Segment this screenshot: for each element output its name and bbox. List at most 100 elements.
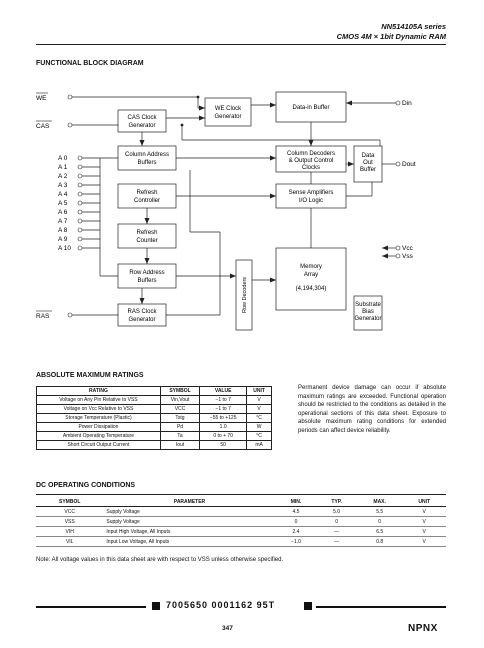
column-header: UNIT [246, 386, 272, 396]
data-out-label: Data [362, 153, 375, 159]
address-pin: A 5 [58, 200, 68, 207]
dc-table: SYMBOL PARAMETER MIN. TYP. MAX. UNIT VCC… [36, 497, 446, 547]
cell: VCC [159, 404, 201, 414]
cell: W [246, 422, 272, 432]
vcc-pin-label: Vcc [402, 245, 414, 252]
refresh-ctrl-box [117, 183, 177, 209]
col-dec-label: Column Decoders [287, 151, 335, 157]
cell: 0 [316, 516, 357, 527]
header-rule [36, 44, 446, 45]
we-clock-label: Generator [214, 114, 241, 120]
cell: — [316, 526, 357, 537]
col-addr-label: Column Address [125, 152, 169, 158]
memory-label: Array [304, 272, 318, 278]
cell: 0 [275, 516, 317, 527]
address-pin: A 9 [58, 236, 68, 243]
col-dec-label: Clocks [302, 165, 320, 171]
cell: — [316, 536, 357, 547]
series-title: NN514105A series [381, 22, 446, 31]
abs-max-title: ABSOLUTE MAXIMUM RATINGS [36, 372, 144, 379]
cell: Ta [159, 431, 201, 441]
column-header: TYP. [316, 497, 357, 507]
dout-pin-label: Dout [402, 161, 416, 168]
cell: Storage Temperature (Plastic) [36, 413, 161, 423]
din-pin-label: Din [402, 100, 412, 107]
cell: 0 to + 70 [199, 431, 248, 441]
cell: V [246, 395, 272, 405]
abs-max-table: RATING SYMBOL VALUE UNIT Voltage on Any … [36, 386, 272, 450]
block-diagram: WE CAS RAS Din Dout Vcc Vss A 0 A 1 A 2 … [36, 91, 416, 331]
cell: V [402, 536, 446, 547]
cell: Voltage on Any Pin Relative to VSS [36, 395, 161, 405]
ras-clock-label: RAS Clock [127, 309, 157, 315]
device-subtitle: CMOS 4M × 1bit Dynamic RAM [336, 32, 446, 41]
column-header: MAX. [356, 497, 403, 507]
cell: V [246, 404, 272, 414]
dc-top-rule [36, 494, 446, 495]
cell: VSS [36, 516, 104, 527]
abs-max-paragraph: Permanent device damage can occur if abs… [298, 385, 446, 434]
column-header: MIN. [275, 497, 317, 507]
table-row: Storage Temperature (Plastic)Tstg−55 to … [36, 413, 272, 423]
block-diagram-title: FUNCTIONAL BLOCK DIAGRAM [36, 60, 144, 67]
refresh-ctrl-label: Controller [134, 198, 160, 204]
address-pin: A 10 [58, 245, 71, 252]
cas-clock-label: CAS Clock [127, 115, 157, 121]
we-clock-box [204, 97, 252, 127]
footer-rule-left [36, 606, 146, 608]
cell: 5.5 [356, 506, 403, 517]
arrowheads [139, 95, 388, 304]
cell: mA [246, 440, 272, 450]
we-pin-label: WE [36, 95, 47, 102]
address-pin: A 4 [58, 191, 68, 198]
cas-clock-label: Generator [128, 123, 155, 129]
cell: Iout [159, 440, 201, 450]
cell: Tstg [159, 413, 201, 423]
column-header: VALUE [199, 386, 248, 396]
refresh-cnt-label: Refresh [136, 230, 157, 236]
cell: °C [246, 413, 272, 423]
row-dec-box [235, 259, 253, 331]
memory-label: Memory [300, 264, 322, 270]
column-header: UNIT [402, 497, 446, 507]
cell: V [402, 506, 446, 517]
memory-label: (4,194,304) [296, 286, 327, 292]
address-pin: A 6 [58, 209, 68, 216]
sense-label: Sense Amplifiers [289, 190, 334, 196]
address-pin: A 8 [58, 227, 68, 234]
pin-circles [67, 94, 401, 318]
cell: 4.5 [275, 506, 317, 517]
footer-block-right [304, 602, 312, 610]
page-number: 347 [222, 625, 233, 632]
cell: 2.4 [275, 526, 317, 537]
cell: −1 to 7 [199, 404, 248, 414]
address-pin: A 2 [58, 173, 68, 180]
dc-title: DC OPERATING CONDITIONS [36, 482, 136, 489]
cell: Vin,Vout [159, 395, 201, 405]
refresh-ctrl-label: Refresh [136, 190, 157, 196]
we-clock-label: WE Clock [215, 106, 242, 112]
ras-clock-label: Generator [128, 317, 155, 323]
cell: °C [246, 431, 272, 441]
cell: 0.8 [356, 536, 403, 547]
cell: VIH [36, 526, 104, 537]
cas-pin-label: CAS [36, 123, 50, 130]
row-dec-label: Row Decoders [242, 277, 248, 313]
cell: Pd [159, 422, 201, 432]
col-addr-label: Buffers [138, 160, 157, 166]
column-header: RATING [36, 386, 161, 396]
sense-label: I/O Logic [299, 198, 323, 204]
substrate-label: Bias [362, 309, 374, 315]
cell: V [402, 516, 446, 527]
data-in-label: Data-in Buffer [293, 105, 330, 111]
substrate-label: Substrate [355, 302, 381, 308]
cell: 0 [356, 516, 403, 527]
row-addr-label: Row Address [129, 270, 164, 276]
row-addr-label: Buffers [138, 278, 157, 284]
